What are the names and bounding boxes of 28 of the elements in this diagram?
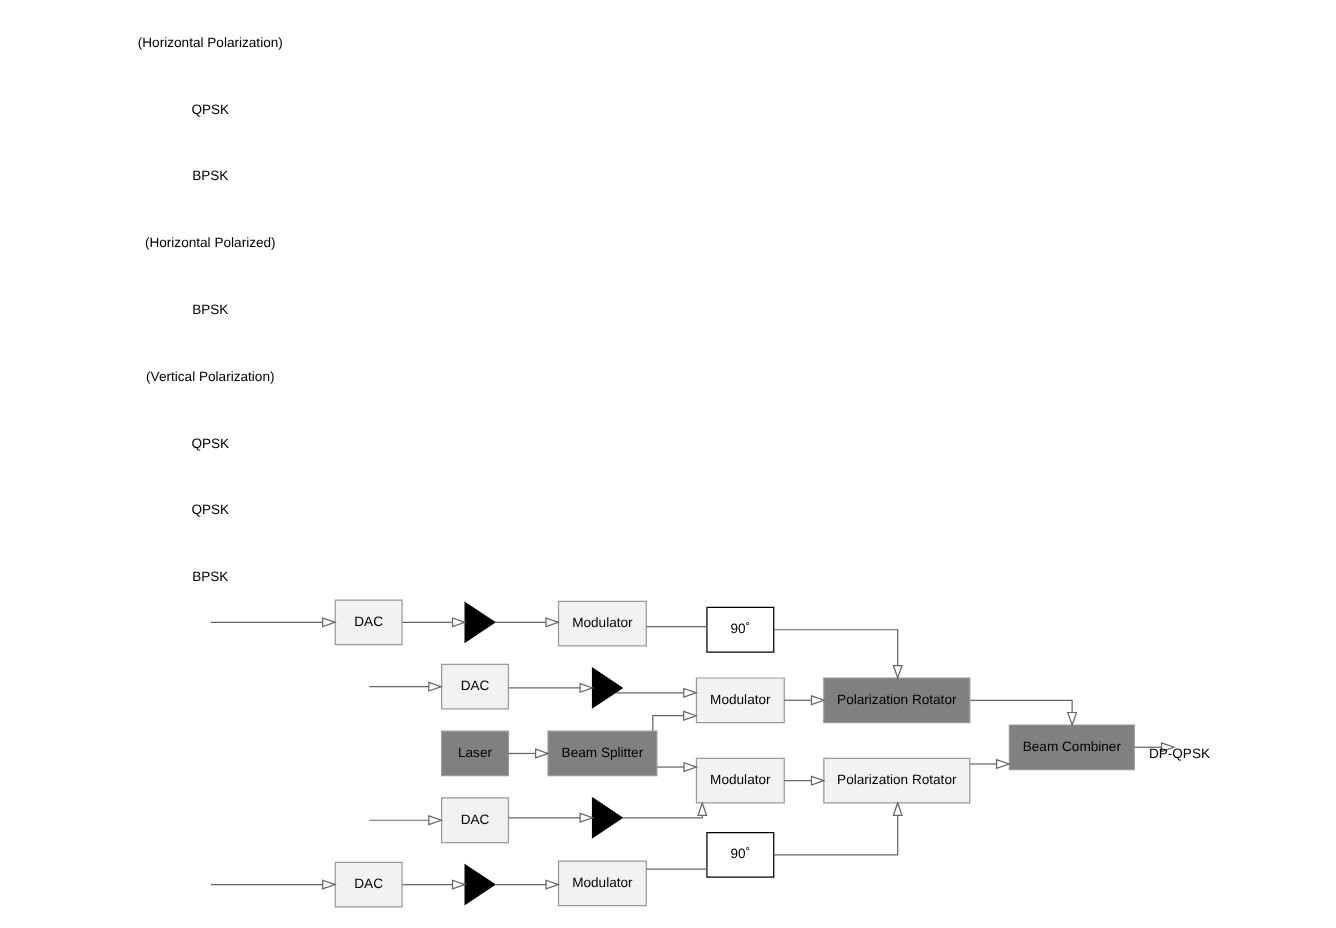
arrow	[773, 629, 903, 680]
arrow	[1133, 742, 1176, 753]
arrow	[783, 775, 826, 786]
arrow	[614, 687, 699, 699]
connector	[645, 868, 708, 870]
arrow	[783, 695, 826, 706]
arrow	[494, 617, 561, 628]
arrow	[969, 699, 1078, 727]
arrow	[773, 801, 903, 856]
arrow	[494, 879, 561, 890]
node-triangle	[591, 796, 624, 839]
arrow	[401, 617, 467, 628]
arrow	[507, 682, 595, 694]
arrow	[507, 812, 595, 823]
node-triangle	[464, 601, 496, 644]
arrow	[507, 748, 550, 759]
arrow	[368, 815, 444, 826]
node-triangle	[464, 863, 496, 906]
arrow	[622, 801, 708, 819]
arrow	[656, 761, 699, 773]
arrow	[210, 879, 337, 890]
arrow	[368, 681, 444, 692]
node-triangle	[591, 666, 624, 709]
arrow	[969, 758, 1011, 770]
arrow	[210, 617, 337, 628]
arrow	[401, 879, 467, 890]
connector	[645, 626, 708, 628]
arrow	[652, 710, 698, 732]
